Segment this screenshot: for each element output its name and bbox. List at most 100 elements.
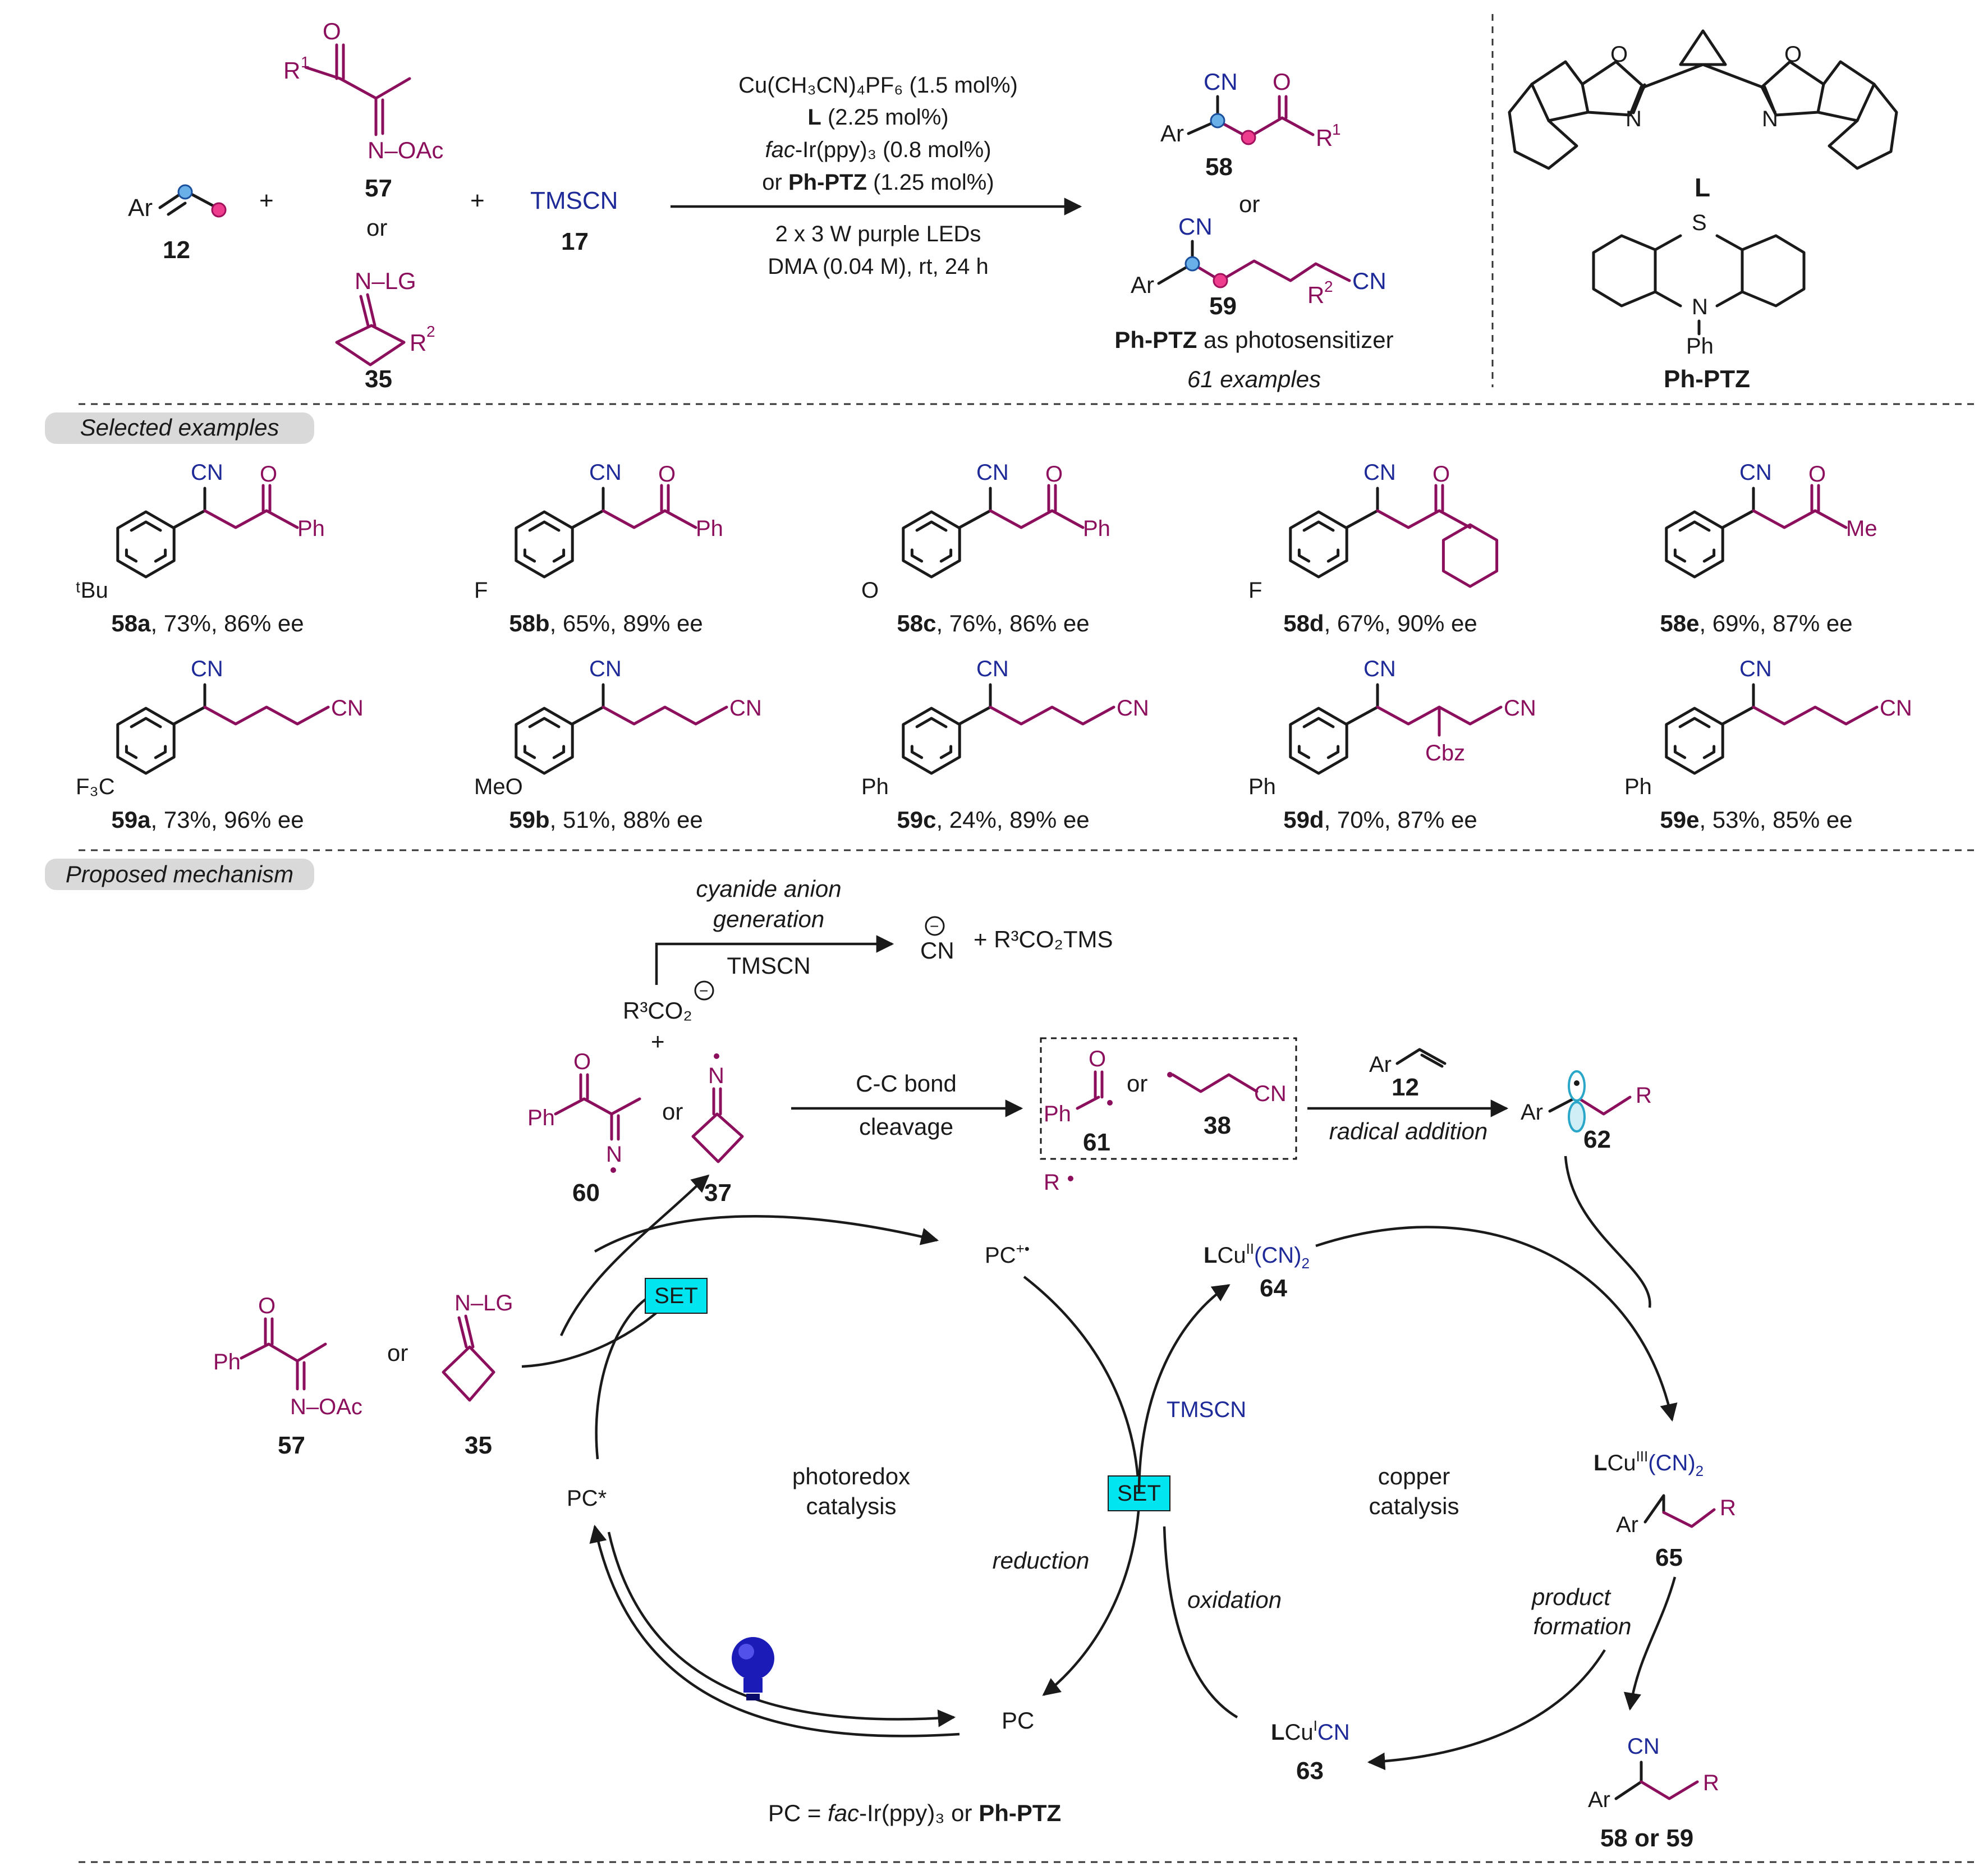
svg-text:35: 35 xyxy=(465,1432,492,1459)
tmscn-reagent: TMSCN xyxy=(530,187,618,214)
svg-text:or: or xyxy=(662,1098,683,1125)
svg-text:copper: copper xyxy=(1378,1463,1450,1489)
ketone-chain xyxy=(989,509,1085,529)
product-59: CN Ar CN R 2 59 Ph-PTZ as photosensitize… xyxy=(1114,213,1393,392)
carbonyl xyxy=(660,484,670,512)
ketone-chain xyxy=(602,509,697,529)
radical-addition: Ar 12 radical addition Ar R 62 xyxy=(1307,1048,1652,1153)
svg-text:Ph: Ph xyxy=(213,1350,241,1374)
svg-text:CN: CN xyxy=(1352,268,1386,294)
aromatic-inner xyxy=(910,717,953,765)
ring-substituent: ᵗBu xyxy=(76,578,108,603)
alkene-12: Ar 12 xyxy=(128,184,227,264)
ligand-L: O O N N L xyxy=(1508,29,1898,202)
svg-text:or: or xyxy=(1239,191,1260,217)
carbonyl xyxy=(1810,484,1820,512)
example-yield: , 51%, 88% ee xyxy=(550,806,703,833)
svg-text:oxidation: oxidation xyxy=(1187,1587,1282,1613)
bond xyxy=(1345,509,1379,529)
svg-text:38: 38 xyxy=(1204,1112,1231,1139)
svg-text:+: + xyxy=(651,1028,665,1055)
example-yield: , 76%, 86% ee xyxy=(936,610,1089,636)
example-id: 59d xyxy=(1283,806,1324,833)
byproduct: + R³CO₂TMS xyxy=(974,926,1113,952)
svg-text:N: N xyxy=(606,1142,622,1167)
bond xyxy=(172,509,206,529)
example-id: 58d xyxy=(1283,610,1324,636)
aromatic-inner xyxy=(910,520,953,568)
aromatic-inner xyxy=(523,520,566,568)
example-yield: , 53%, 85% ee xyxy=(1699,806,1852,833)
svg-text:R: R xyxy=(1316,125,1333,151)
carbonyl xyxy=(261,484,272,512)
carbonyl xyxy=(1434,484,1444,512)
compound-label-57: 57 xyxy=(365,175,392,202)
reaction-conditions: Cu(CH₃CN)₄PF₆ (1.5 mol%) L (2.25 mol%) f… xyxy=(671,73,1082,279)
bond xyxy=(958,509,992,529)
aromatic-inner xyxy=(125,717,167,765)
cyano-group: CN xyxy=(191,657,223,681)
svg-text:or Ph-PTZ (1.25 mol%): or Ph-PTZ (1.25 mol%) xyxy=(762,170,994,195)
svg-text:DMA (0.04 M), rt, 24 h: DMA (0.04 M), rt, 24 h xyxy=(768,254,988,279)
example-id: 58e xyxy=(1660,610,1699,636)
cyano-group: CN xyxy=(1739,657,1772,681)
svg-text:O: O xyxy=(323,18,341,44)
svg-text:O: O xyxy=(1610,42,1628,67)
example-yield: , 67%, 90% ee xyxy=(1324,610,1477,636)
example-yield: , 24%, 89% ee xyxy=(936,806,1089,833)
svg-text:N: N xyxy=(1762,107,1778,131)
svg-text:catalysis: catalysis xyxy=(1369,1493,1459,1519)
svg-text:O: O xyxy=(573,1049,591,1074)
oxygen-label: O xyxy=(1808,462,1826,487)
compound-label-59: 59 xyxy=(1209,292,1237,320)
lightbulb-icon xyxy=(732,1637,774,1700)
copper-cycle: TMSCN LCuII(CN)2 64 LCuIII(CN)2 Ar R 65 … xyxy=(1137,1156,1736,1852)
svg-text:Ph: Ph xyxy=(1044,1102,1071,1126)
example-id: 58c xyxy=(897,610,936,636)
svg-text:N: N xyxy=(708,1063,724,1088)
cyano-group: CN xyxy=(589,657,622,681)
set-box-left xyxy=(645,1278,708,1314)
or-label: or xyxy=(366,214,387,241)
compound-label-35: 35 xyxy=(365,365,392,393)
nlg-label: N–LG xyxy=(355,268,416,294)
example-yield: , 73%, 86% ee xyxy=(150,610,304,636)
mechanism-label: Proposed mechanism xyxy=(66,861,293,887)
svg-text:CN: CN xyxy=(1178,213,1213,240)
compound-label-58: 58 xyxy=(1205,153,1233,181)
plus-sign-2: + xyxy=(470,187,485,214)
svg-text:63: 63 xyxy=(1296,1757,1324,1785)
svg-text:62: 62 xyxy=(1583,1126,1611,1153)
alkyl-chain xyxy=(989,705,1115,726)
example-caption: 58d, 67%, 90% ee xyxy=(1283,610,1477,636)
svg-text:TMSCN: TMSCN xyxy=(727,952,810,979)
ring-substituent: Ph xyxy=(1248,774,1276,799)
cyano-group: CN xyxy=(976,657,1009,681)
alkyl-chain xyxy=(602,705,728,726)
svg-text:cleavage: cleavage xyxy=(859,1113,953,1140)
svg-text:formation: formation xyxy=(1533,1613,1631,1639)
svg-text:64: 64 xyxy=(1260,1274,1287,1302)
bond xyxy=(571,705,605,726)
svg-text:R: R xyxy=(1307,282,1324,308)
pc-ground: PC xyxy=(1002,1707,1034,1734)
example-id: 58a xyxy=(111,610,151,636)
example-caption: 59a, 73%, 96% ee xyxy=(111,806,304,833)
example-caption: 58e, 69%, 87% ee xyxy=(1660,610,1852,636)
svg-text:product: product xyxy=(1531,1584,1611,1610)
svg-text:SET: SET xyxy=(654,1283,698,1308)
ph-ptz: S N Ph Ph-PTZ xyxy=(1592,210,1806,393)
svg-text:N: N xyxy=(1692,295,1708,319)
svg-text:CN: CN xyxy=(1254,1081,1287,1106)
substrates-left: O Ph N–OAc 57 or N–LG 35 xyxy=(213,1291,513,1459)
cyanide-anion: CN xyxy=(920,937,954,964)
svg-text:O: O xyxy=(258,1294,276,1318)
cu-ii-complex: LCuII(CN)2 xyxy=(1204,1240,1310,1272)
svg-text:O: O xyxy=(1089,1047,1106,1071)
